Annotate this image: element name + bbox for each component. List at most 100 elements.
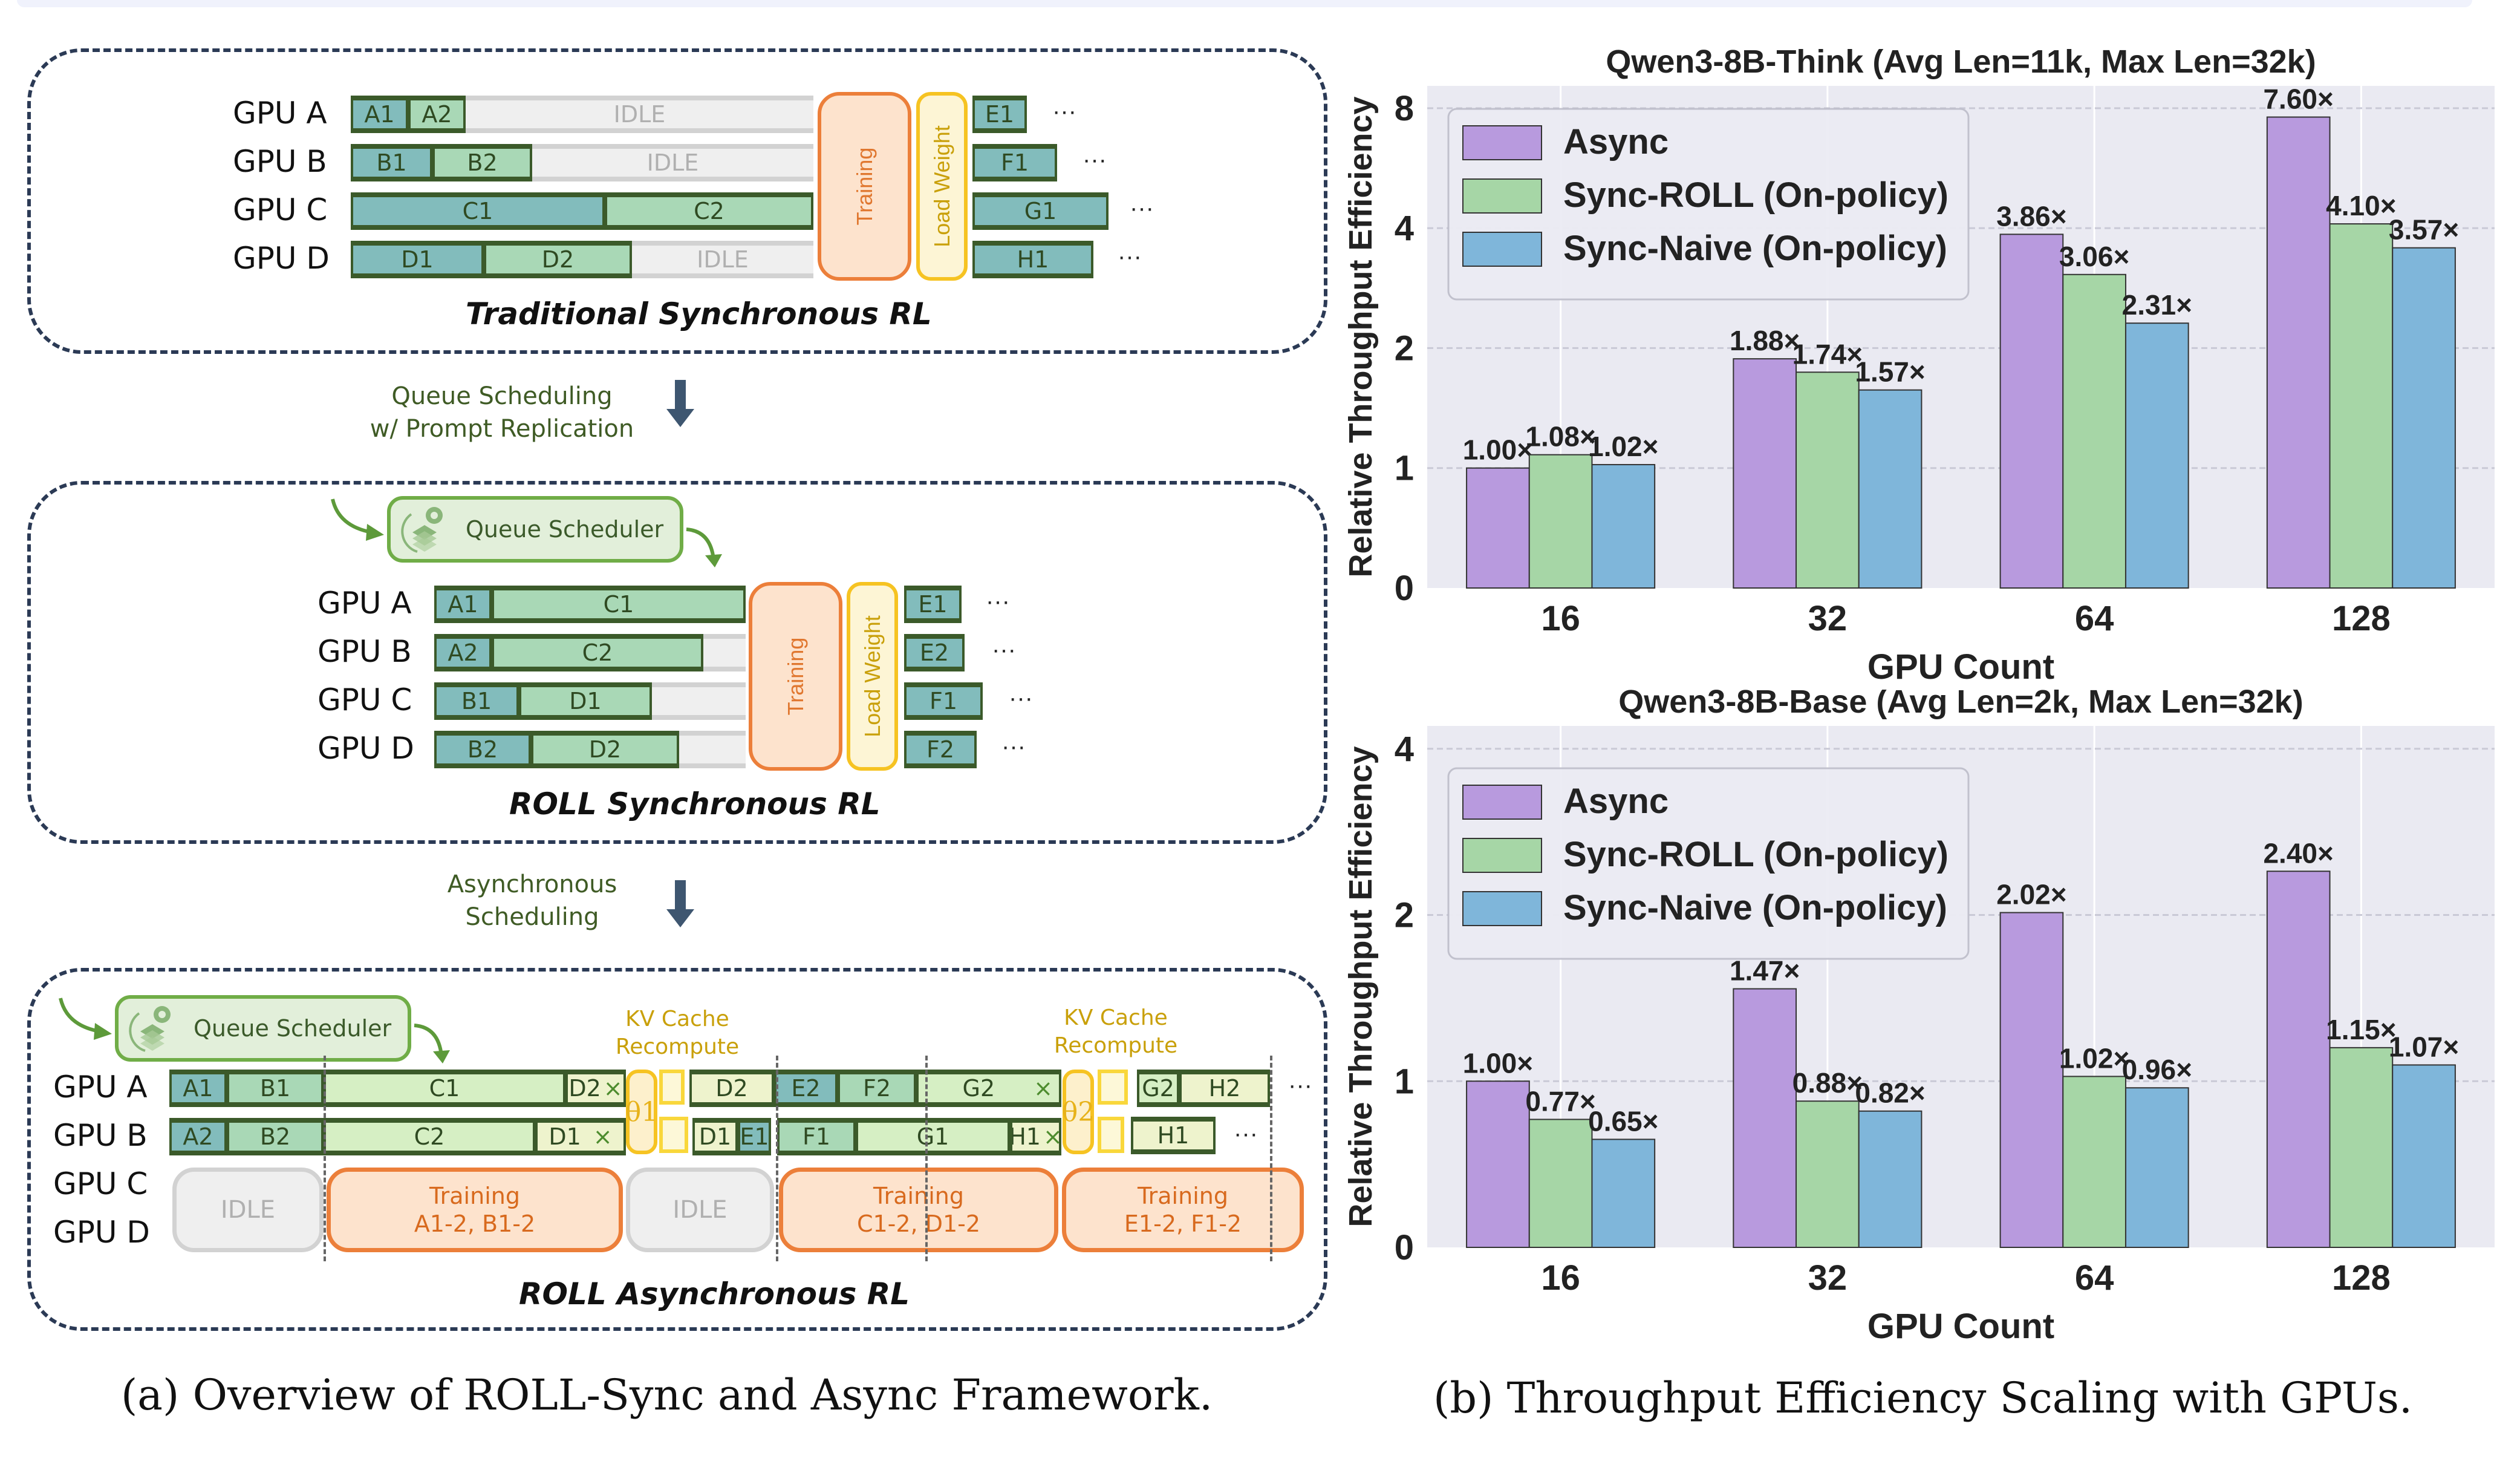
training-block: Training C1-2, D1-2 xyxy=(779,1168,1058,1252)
caption-a: (a) Overview of ROLL-Sync and Async Fram… xyxy=(121,1370,1213,1420)
queue-scheduler: Queue Scheduler xyxy=(115,995,411,1062)
bar-value-label: 1.57× xyxy=(1855,356,1925,388)
next-rollout-block: E1 xyxy=(904,586,962,623)
bar xyxy=(2329,223,2394,589)
x-tick-label: 64 xyxy=(2075,1258,2114,1298)
abort-mark-icon: × xyxy=(603,1075,623,1102)
rollout-block: C1 xyxy=(324,1070,565,1107)
ellipsis: ··· xyxy=(1234,1120,1258,1147)
rollout-block: C2 xyxy=(492,634,703,671)
scheduler-icon xyxy=(129,1006,171,1052)
next-rollout-block: F1 xyxy=(972,144,1057,181)
load-weight-block: Load Weight xyxy=(847,582,898,771)
bar-value-label: 0.65× xyxy=(1588,1105,1658,1137)
y-tick-label: 0 xyxy=(1395,569,1414,608)
x-tick-label: 32 xyxy=(1808,1258,1848,1298)
rollout-block: G2 xyxy=(1137,1070,1179,1107)
next-rollout-block: F2 xyxy=(904,731,977,768)
bar-value-label: 1.02× xyxy=(1588,431,1658,462)
bar-value-label: 1.02× xyxy=(2059,1042,2129,1074)
y-tick-label: 8 xyxy=(1395,89,1414,128)
gpu-label: GPU D xyxy=(53,1215,150,1250)
next-rollout-block: E2 xyxy=(904,634,965,671)
aborted-rollout-block: D2× xyxy=(565,1070,626,1107)
bar xyxy=(2392,1064,2456,1248)
caption-b: (b) Throughput Efficiency Scaling with G… xyxy=(1433,1373,2413,1423)
gpu-label: GPU D xyxy=(233,241,330,276)
bar-value-label: 1.74× xyxy=(1792,338,1863,370)
aborted-rollout-block: G2× xyxy=(916,1070,1061,1107)
scheduler-icon xyxy=(401,507,443,553)
rollout-block: A1 xyxy=(351,96,408,133)
idle-block: IDLE xyxy=(632,241,813,278)
transition-label-line: Asynchronous xyxy=(447,871,617,898)
next-rollout-block: H1 xyxy=(972,241,1093,278)
weight-sync-theta2: θ2 xyxy=(1061,1070,1095,1154)
bar xyxy=(1591,1138,1656,1248)
rollout-block: A1 xyxy=(434,586,492,623)
y-tick-label: 4 xyxy=(1395,730,1414,769)
legend-entry: Async xyxy=(1563,782,1669,821)
legend-entry: Sync-Naive (On-policy) xyxy=(1563,229,1947,268)
theta-label: θ2 xyxy=(1061,1096,1095,1128)
abort-mark-icon: × xyxy=(1043,1123,1061,1150)
rollout-block: C2 xyxy=(605,192,813,230)
traditional-sync-panel xyxy=(27,48,1327,354)
bar-value-label: 3.57× xyxy=(2389,214,2459,246)
roll-async-panel xyxy=(27,968,1327,1331)
bar xyxy=(1733,358,1797,589)
rollout-block: B1 xyxy=(227,1070,324,1107)
panel-title: ROLL Synchronous RL xyxy=(509,786,881,822)
legend-swatch xyxy=(1462,838,1542,873)
rollout-block: B1 xyxy=(434,682,519,720)
training-block: Training xyxy=(818,92,911,281)
ellipsis: ··· xyxy=(1118,243,1142,270)
panel-title: Traditional Synchronous RL xyxy=(466,296,932,332)
ellipsis: ··· xyxy=(992,636,1016,663)
ellipsis: ··· xyxy=(986,588,1010,615)
bar-value-label: 0.96× xyxy=(2122,1054,2192,1085)
queue-scheduler-label: Queue Scheduler xyxy=(466,516,664,543)
chart-title: Qwen3-8B-Think (Avg Len=11k, Max Len=32k… xyxy=(1606,44,2316,80)
rollout-block: A1 xyxy=(169,1070,227,1107)
transition-label: Queue Scheduling w/ Prompt Replication xyxy=(339,380,665,445)
bar-value-label: 2.40× xyxy=(2263,837,2333,869)
kv-cache-recompute-label: KV Cache Recompute xyxy=(611,1005,744,1061)
bar xyxy=(1466,1080,1530,1248)
gpu-label: GPU A xyxy=(53,1070,148,1105)
bar xyxy=(2392,247,2456,589)
bar xyxy=(1999,912,2064,1248)
gpu-label: GPU B xyxy=(53,1118,148,1153)
time-marker xyxy=(925,1056,928,1261)
bar-value-label: 1.15× xyxy=(2326,1014,2396,1045)
training-block: Training A1-2, B1-2 xyxy=(327,1168,623,1252)
idle-block xyxy=(679,731,746,768)
rollout-block: C1 xyxy=(492,586,746,623)
training-batch-label: E1-2, F1-2 xyxy=(1124,1210,1242,1237)
training-block: Training E1-2, F1-2 xyxy=(1062,1168,1304,1252)
ellipsis: ··· xyxy=(1009,685,1033,711)
bar xyxy=(1796,1100,1860,1248)
chart-base: Qwen3-8B-Base (Avg Len=2k, Max Len=32k)0… xyxy=(1343,690,2495,1346)
rollout-block: A2 xyxy=(169,1118,227,1155)
bar-value-label: 2.31× xyxy=(2122,289,2192,321)
bar-value-label: 1.00× xyxy=(1463,434,1533,466)
panel-title: ROLL Asynchronous RL xyxy=(519,1276,910,1312)
x-axis-label: GPU Count xyxy=(1867,647,2054,687)
time-marker xyxy=(776,1056,778,1261)
time-marker xyxy=(1270,1056,1272,1261)
training-batch-label: A1-2, B1-2 xyxy=(414,1210,536,1237)
bar xyxy=(1591,464,1656,589)
down-arrow-icon xyxy=(666,380,694,427)
x-tick-label: 128 xyxy=(2332,599,2391,638)
bar xyxy=(1999,234,2064,589)
bar-value-label: 3.06× xyxy=(2059,241,2129,272)
rollout-block: D1 xyxy=(351,241,484,278)
legend-swatch xyxy=(1462,232,1542,267)
rollout-block: B1 xyxy=(351,144,432,181)
x-tick-label: 128 xyxy=(2332,1258,2391,1298)
bar-value-label: 2.02× xyxy=(1996,879,2066,910)
y-tick-label: 1 xyxy=(1395,449,1414,488)
x-axis-label: GPU Count xyxy=(1867,1307,2054,1346)
